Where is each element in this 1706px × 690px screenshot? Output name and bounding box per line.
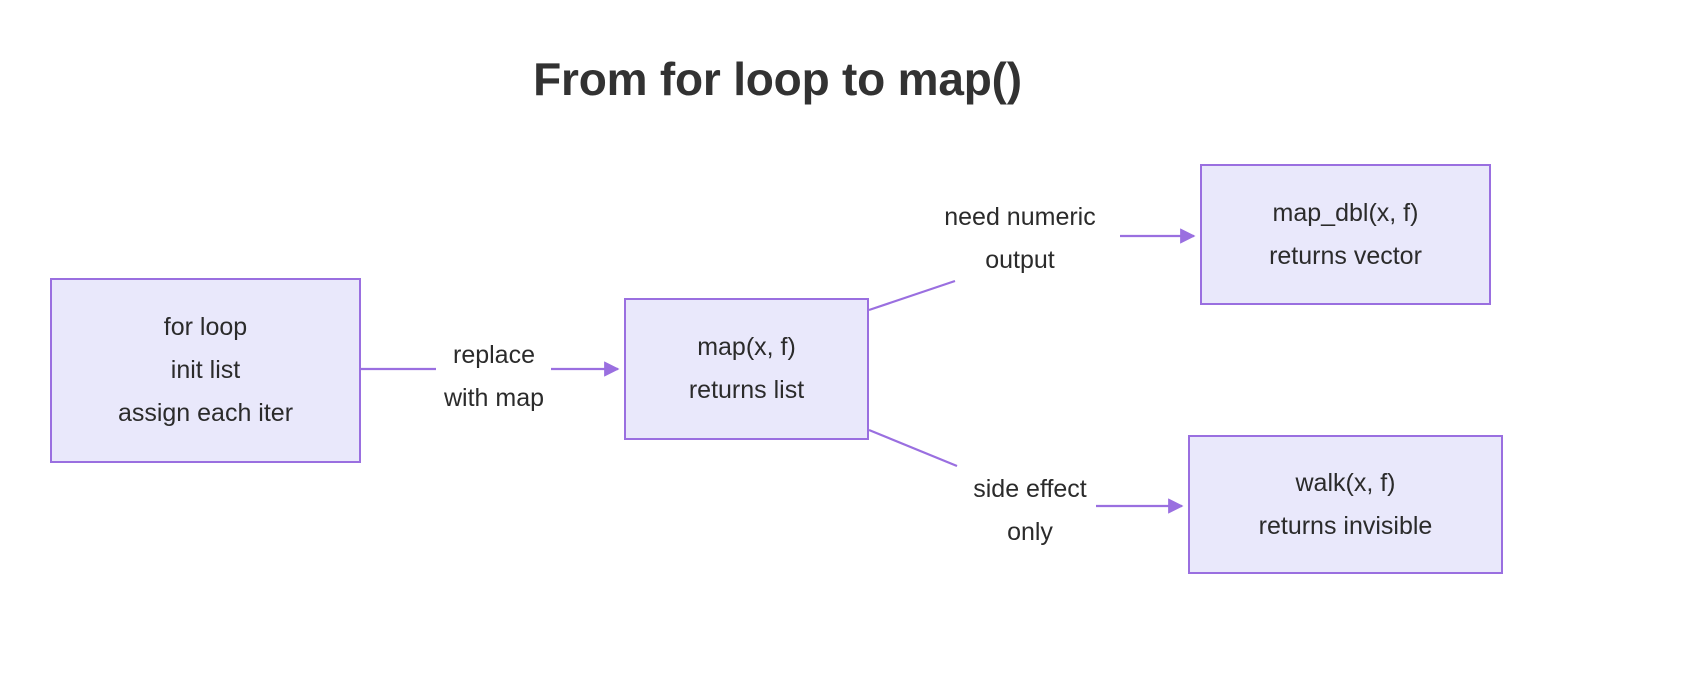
node-map-dbl[interactable]: map_dbl(x, f) returns vector	[1200, 164, 1491, 305]
node-map-line-2: returns list	[688, 376, 805, 404]
edge-label-need-numeric-line-1: need numeric	[944, 203, 1096, 231]
edge-label-replace-line-2: with map	[443, 384, 545, 412]
edge-label-replace-line-1: replace	[453, 341, 535, 369]
node-walk-line-2: returns invisible	[1258, 511, 1433, 540]
node-map-dbl-line-2: returns vector	[1269, 241, 1422, 270]
node-for-loop-line-2: init list	[170, 356, 241, 384]
node-walk-line-1: walk(x, f)	[1295, 468, 1396, 497]
node-for-loop[interactable]: for loop init list assign each iter	[50, 278, 361, 463]
edge-label-need-numeric-output: need numeric output	[920, 196, 1120, 282]
node-walk[interactable]: walk(x, f) returns invisible	[1188, 435, 1503, 574]
node-map[interactable]: map(x, f) returns list	[624, 298, 869, 440]
node-map-dbl-line-1: map_dbl(x, f)	[1272, 198, 1419, 227]
edge-label-side-effect-line-2: only	[1007, 518, 1053, 546]
node-map-line-1: map(x, f)	[697, 333, 796, 361]
node-for-loop-line-3: assign each iter	[117, 399, 294, 427]
edge-label-need-numeric-line-2: output	[985, 246, 1055, 274]
edge-label-replace-with-map: replace with map	[408, 334, 580, 420]
page-title: From for loop to map()	[533, 53, 1022, 105]
edge-map-to-map-dbl-diagonal	[868, 279, 956, 312]
node-for-loop-line-1: for loop	[163, 313, 248, 341]
edge-label-side-effect-only: side effect only	[940, 468, 1120, 554]
edge-map-to-walk-diagonal	[868, 428, 958, 468]
edge-label-side-effect-line-1: side effect	[973, 475, 1087, 503]
